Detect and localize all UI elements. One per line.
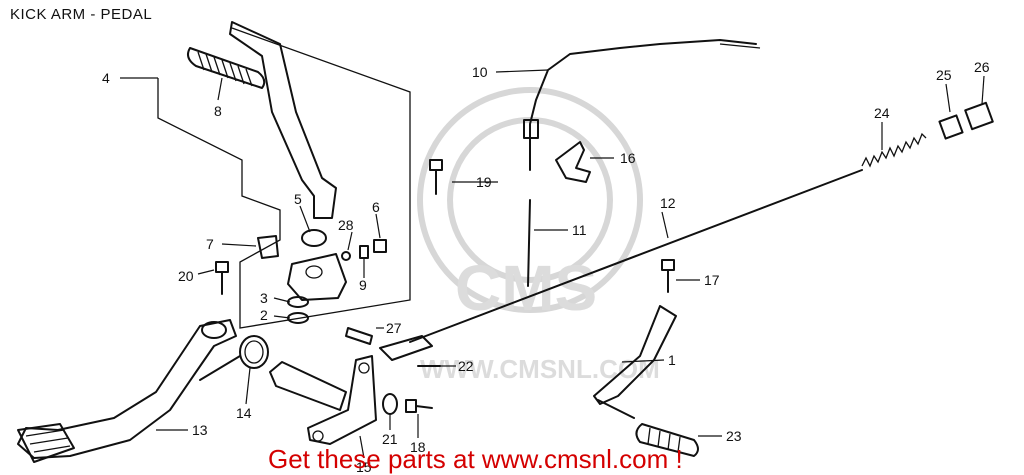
part-1-pedal-arm — [593, 305, 677, 419]
callout-18: 18 — [410, 439, 426, 455]
part-21-washer — [382, 393, 398, 415]
callout-7: 7 — [206, 236, 214, 252]
part-6-nut — [373, 239, 387, 253]
callout-8: 8 — [214, 103, 222, 119]
callout-1: 1 — [668, 352, 676, 368]
callout-15: 15 — [356, 459, 372, 475]
callout-6: 6 — [372, 199, 380, 215]
part-13-brake-pedal — [17, 319, 237, 463]
callout-11: 11 — [572, 222, 587, 238]
callout-5: 5 — [294, 191, 302, 207]
callout-16: 16 — [620, 150, 636, 166]
watermark: CMS WWW.CMSNL.COM — [417, 87, 660, 384]
part-19-bolt — [429, 159, 443, 195]
promo-footer: Get these parts at www.cmsnl.com ! — [268, 444, 683, 474]
part-26-nut — [964, 101, 994, 131]
watermark-logo: CMS — [455, 252, 597, 324]
part-15-shaft-lever — [269, 355, 377, 445]
kick-arm — [229, 21, 337, 219]
leader-lines — [120, 69, 985, 459]
callout-13: 13 — [192, 422, 208, 438]
callout-23: 23 — [726, 428, 742, 444]
part-17-bolt — [661, 259, 675, 293]
callout-numbers: 4 8 5 6 7 28 20 9 3 2 10 19 16 11 12 24 … — [102, 59, 990, 475]
part-27-link — [345, 327, 433, 361]
callout-19: 19 — [476, 174, 492, 190]
part-24-spring — [861, 132, 927, 168]
callout-9: 9 — [359, 277, 367, 293]
part-14-spring — [199, 335, 269, 381]
part-10-cable — [523, 39, 761, 171]
callout-27: 27 — [386, 320, 402, 336]
part-11-rod — [527, 199, 531, 287]
part-8-kick-grip — [187, 47, 266, 89]
part-18-bolt — [405, 399, 433, 413]
callout-26: 26 — [974, 59, 990, 75]
part-16-bracket — [555, 141, 591, 183]
part-4-group-outline — [157, 27, 411, 329]
callout-20: 20 — [178, 268, 194, 284]
callout-21: 21 — [382, 431, 398, 447]
callout-24: 24 — [874, 105, 890, 121]
callout-25: 25 — [936, 67, 952, 83]
part-9-pin — [359, 245, 369, 259]
watermark-url: WWW.CMSNL.COM — [420, 354, 660, 384]
callout-14: 14 — [236, 405, 252, 421]
part-20-bolt — [215, 261, 229, 295]
callout-10: 10 — [472, 64, 488, 80]
callout-17: 17 — [704, 272, 720, 288]
callout-22: 22 — [458, 358, 474, 374]
part-25-collar — [938, 114, 964, 140]
callout-2: 2 — [260, 307, 268, 323]
callout-12: 12 — [660, 195, 676, 211]
callout-28: 28 — [338, 217, 354, 233]
diagram-title: KICK ARM - PEDAL — [10, 6, 153, 23]
part-12-long-rod — [409, 169, 863, 343]
part-7-washer — [257, 235, 279, 259]
part-28-ball — [341, 251, 351, 261]
kick-boss-assembly — [287, 229, 347, 324]
part-23-grip — [635, 423, 699, 457]
callout-3: 3 — [260, 290, 268, 306]
callout-4: 4 — [102, 70, 110, 86]
